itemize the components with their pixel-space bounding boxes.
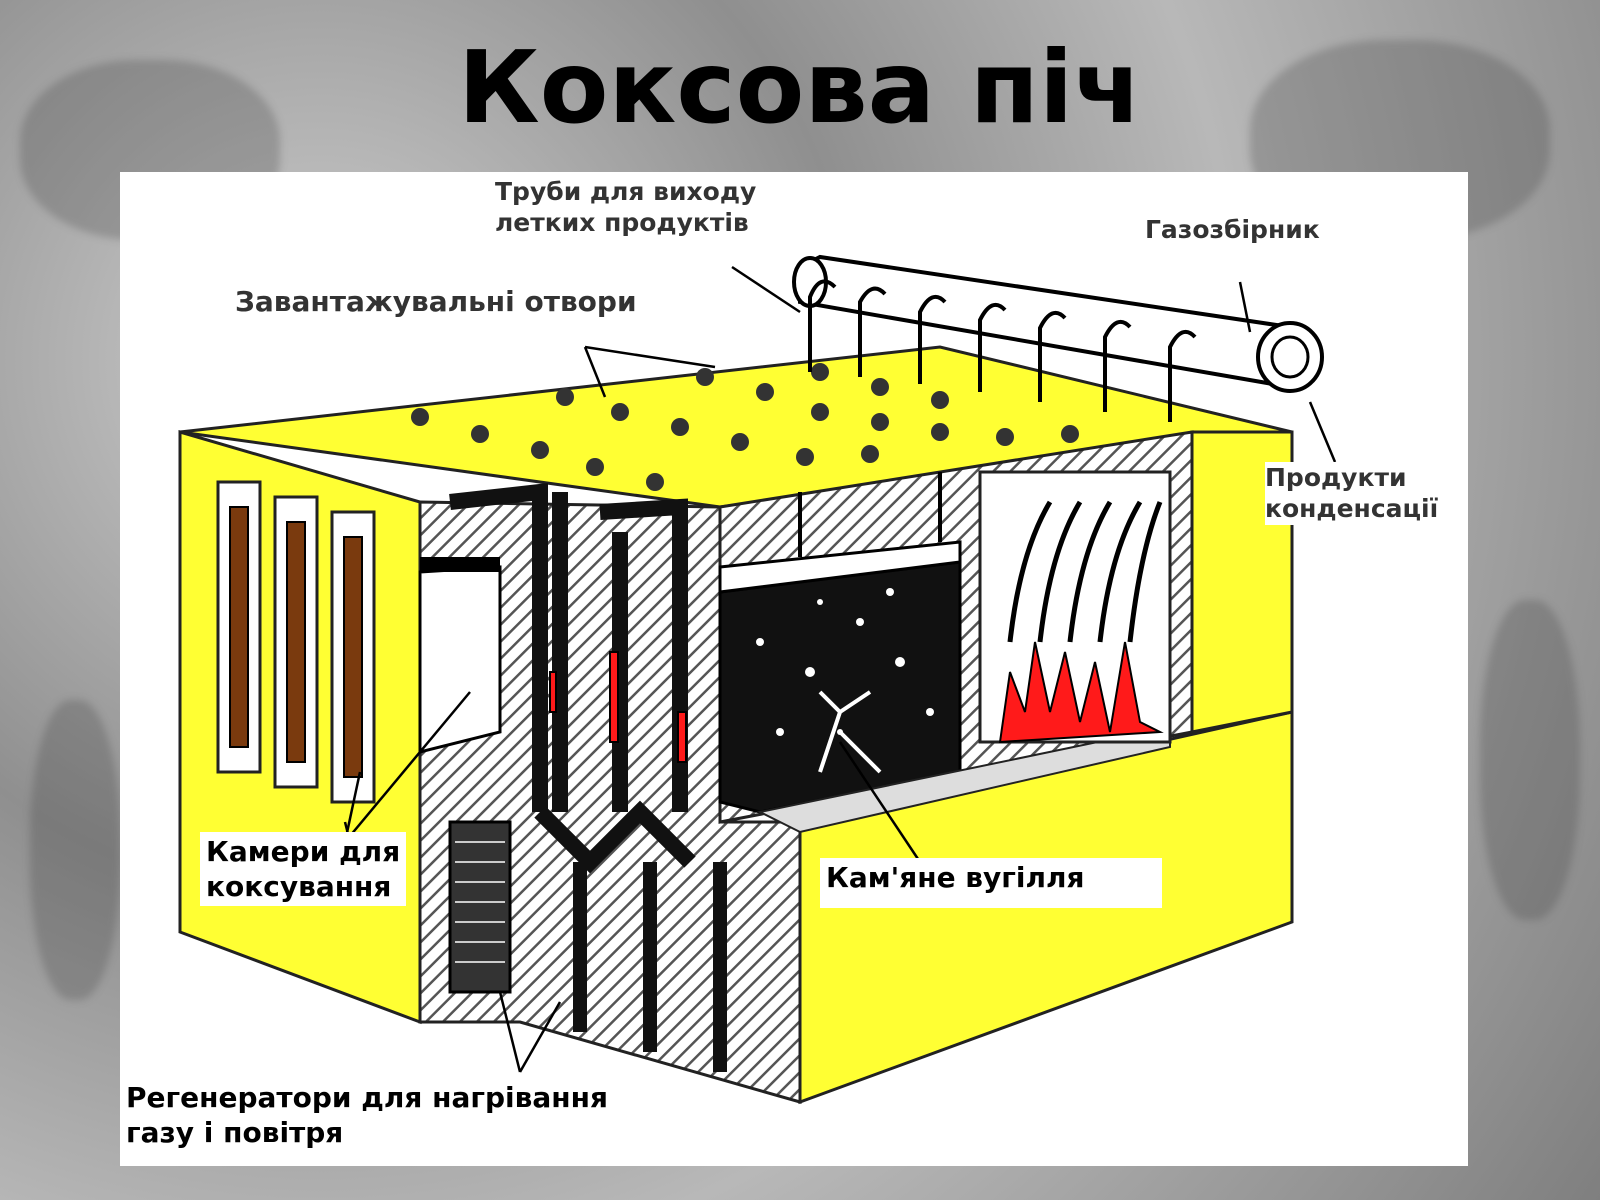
regenerator [450, 822, 510, 992]
label-condensation: Продукти конденсації [1265, 462, 1438, 525]
label-coal: Кам'яне вугілля [820, 858, 1162, 908]
coke-oven-diagram [120, 172, 1468, 1166]
label-pipes: Труби для виходу летких продуктів [495, 176, 756, 239]
page-title: Коксова піч [0, 38, 1600, 138]
label-coking-chambers: Камери для коксування [200, 832, 406, 906]
label-gas-collector: Газозбірник [1145, 214, 1320, 245]
coal-chamber [720, 562, 960, 812]
label-regenerators: Регенератори для нагрівання газу і повіт… [120, 1078, 614, 1152]
label-loading-holes: Завантажувальні отвори [235, 284, 637, 319]
background-rock [30, 700, 120, 1000]
background-rock [1480, 600, 1580, 920]
coking-chamber-doors [218, 482, 374, 802]
coke-oven-figure: Труби для виходу летких продуктів Газозб… [120, 172, 1468, 1166]
